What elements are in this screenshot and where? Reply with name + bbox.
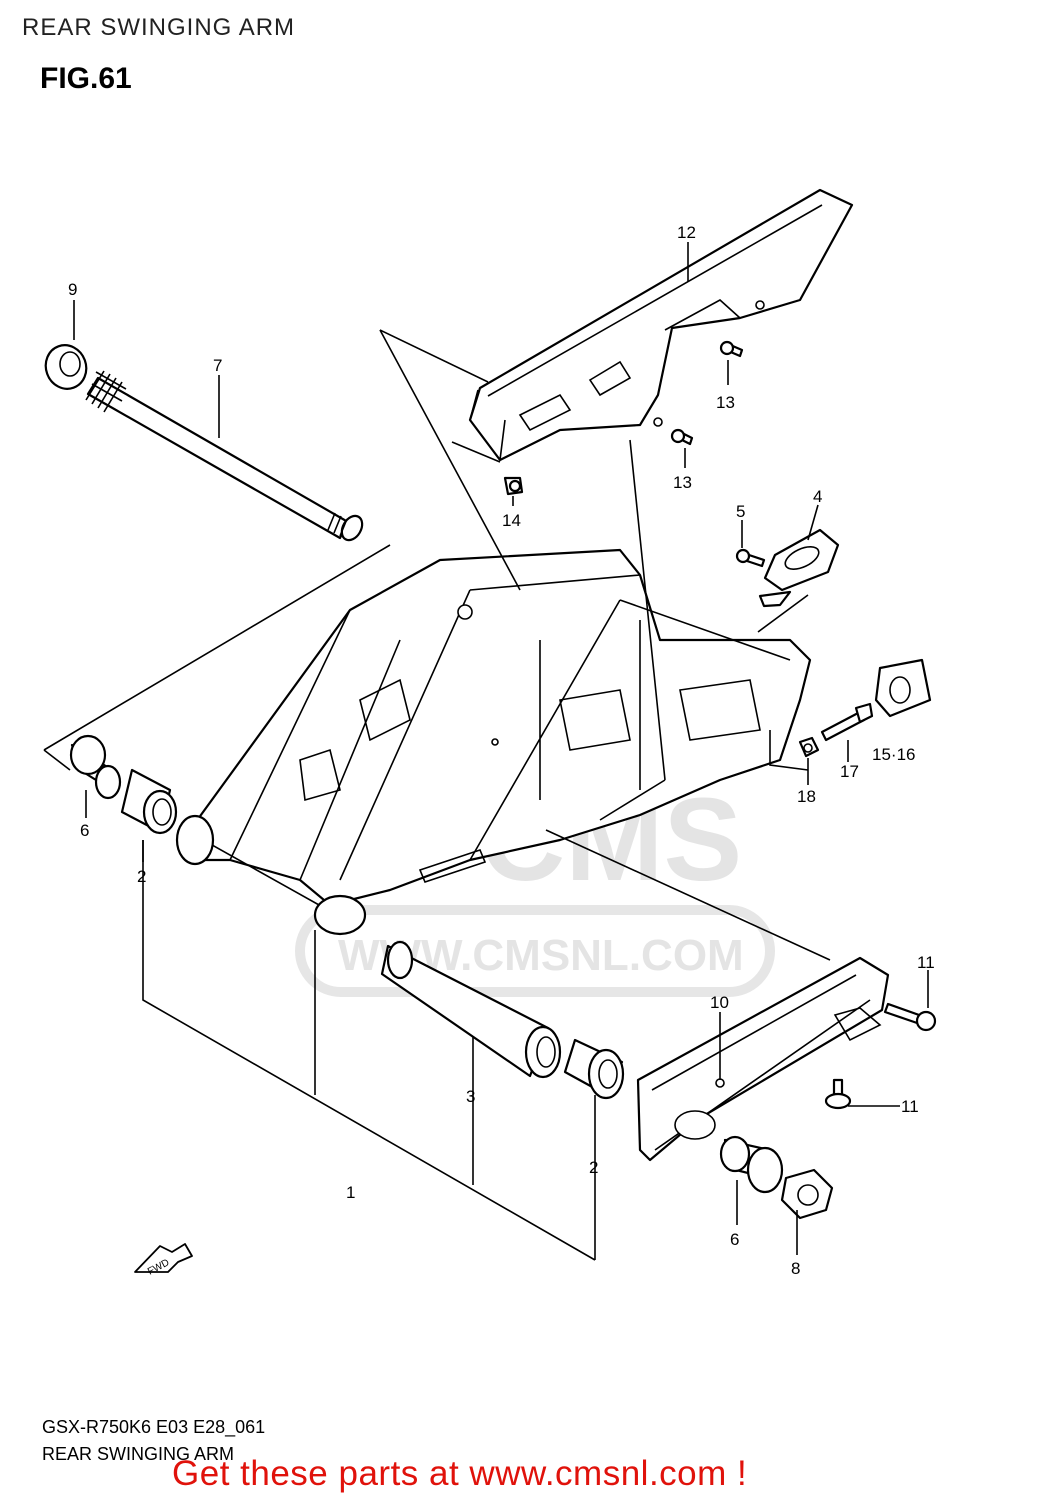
part-bearing-2-left [120, 768, 178, 835]
callout-9: 9 [68, 280, 77, 299]
part-nut-18 [798, 736, 820, 758]
cta-link[interactable]: Get these parts at www.cmsnl.com ! [172, 1454, 748, 1493]
callout-15-16: 15·16 [872, 745, 915, 764]
part-nut-9 [44, 344, 88, 390]
part-pivot-shaft [85, 370, 364, 542]
callout-8: 8 [791, 1259, 800, 1278]
callout-7: 7 [213, 356, 222, 375]
callout-6-left: 6 [80, 821, 89, 840]
part-collar-6-right [719, 1135, 784, 1194]
callout-14: 14 [502, 511, 521, 530]
callout-2-right: 2 [589, 1158, 598, 1177]
part-bearing-2-right [563, 1038, 625, 1100]
forward-direction-arrow: FWD [134, 1243, 193, 1278]
page-title: REAR SWINGING ARM [22, 14, 296, 41]
assembly-leader-lines [43, 329, 831, 1261]
figure-number: FIG.61 [40, 62, 132, 95]
callout-1: 1 [346, 1183, 355, 1202]
part-adjuster-block-15-16 [874, 658, 932, 718]
callout-11-upper: 11 [917, 953, 935, 972]
callout-labels: 9 7 12 13 13 14 5 4 15·16 17 18 6 2 3 1 … [68, 223, 935, 1278]
callout-3: 3 [466, 1087, 475, 1106]
part-bolt-13-lower [670, 428, 694, 446]
part-axle-nut-8 [780, 1168, 834, 1220]
part-bolt-11-lower [824, 1078, 852, 1110]
callout-18: 18 [797, 787, 816, 806]
callout-12: 12 [677, 223, 696, 242]
callout-13-lower: 13 [673, 473, 692, 492]
part-bolt-5 [735, 548, 766, 568]
callout-4: 4 [813, 487, 822, 506]
part-bolt-11-upper [883, 1002, 937, 1032]
model-code: GSX-R750K6 E03 E28_061 [42, 1417, 266, 1437]
part-clip-14 [503, 476, 524, 496]
part-adjuster-bolt-17 [820, 702, 874, 742]
part-chain-guard [468, 188, 854, 462]
callout-11-lower: 11 [901, 1097, 919, 1116]
part-bolt-13-upper [719, 340, 744, 358]
callout-17: 17 [840, 762, 859, 781]
callout-5: 5 [736, 502, 745, 521]
callout-leaders [73, 242, 929, 1255]
part-spacer-3 [380, 940, 562, 1079]
callout-6-right: 6 [730, 1230, 739, 1249]
part-chain-adjuster-4 [758, 528, 840, 608]
callout-2-left: 2 [137, 867, 146, 886]
callout-10: 10 [710, 993, 729, 1012]
part-collar-6-left [69, 734, 122, 800]
part-chain-adjuster-plate [636, 956, 890, 1162]
part-swingarm [175, 548, 812, 936]
callout-13-upper: 13 [716, 393, 735, 412]
footer-title: REAR SWINGING ARM [42, 1444, 235, 1464]
